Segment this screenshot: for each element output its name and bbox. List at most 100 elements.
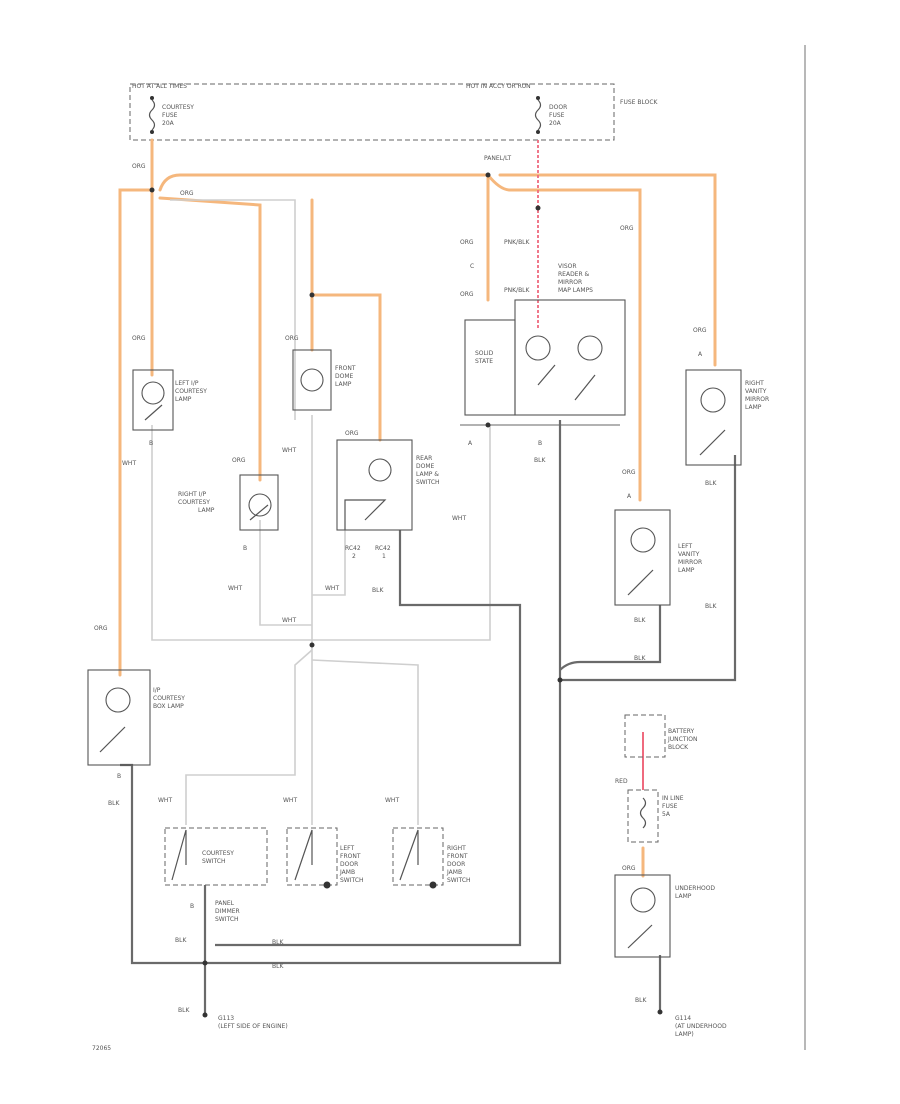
svg-text:BLOCK: BLOCK — [668, 744, 689, 751]
svg-text:ORG: ORG — [285, 335, 299, 342]
svg-text:LEFT I/P: LEFT I/P — [175, 380, 199, 387]
courtesy-fuse-label-2: FUSE — [162, 112, 178, 119]
svg-text:IN LINE: IN LINE — [662, 795, 684, 802]
courtesy-fuse-label-1: COURTESY — [162, 104, 194, 111]
svg-text:B: B — [538, 440, 542, 447]
left-front-door-jamb-switch: LEFT FRONT DOOR JAMB SWITCH — [286, 827, 364, 889]
pin-labels: B B A B A A B B C — [117, 263, 703, 910]
svg-text:A: A — [698, 351, 703, 358]
svg-text:B: B — [149, 440, 153, 447]
svg-text:COURTESY: COURTESY — [178, 499, 210, 506]
svg-text:DOME: DOME — [416, 463, 435, 470]
svg-text:BLK: BLK — [178, 1007, 190, 1014]
svg-text:ORG: ORG — [180, 190, 194, 197]
svg-text:RIGHT: RIGHT — [447, 845, 466, 852]
svg-text:B: B — [243, 545, 247, 552]
svg-text:BLK: BLK — [634, 655, 646, 662]
svg-text:COURTESY: COURTESY — [202, 850, 234, 857]
svg-text:WHT: WHT — [228, 585, 242, 592]
hot-at-all-times-label: HOT AT ALL TIMES — [132, 83, 187, 90]
svg-text:A: A — [627, 493, 632, 500]
ground-left: G113 (LEFT SIDE OF ENGINE) — [218, 1015, 288, 1030]
svg-text:SWITCH: SWITCH — [202, 858, 226, 865]
svg-text:FUSE: FUSE — [662, 803, 678, 810]
svg-text:LAMP: LAMP — [335, 381, 352, 388]
left-courtesy-lamp: LEFT I/P COURTESY LAMP — [132, 369, 207, 431]
svg-text:WHT: WHT — [158, 797, 172, 804]
courtesy-switch: COURTESY SWITCH PANEL DIMMER SWITCH — [164, 827, 268, 923]
svg-text:PNK/BLK: PNK/BLK — [504, 287, 531, 294]
svg-text:5A: 5A — [662, 811, 671, 818]
battery-junction-block: BATTERY JUNCTION BLOCK — [624, 714, 697, 758]
svg-text:COURTESY: COURTESY — [175, 388, 207, 395]
wire-color-labels: ORG ORG ORG ORG ORG ORG ORG ORG ORG ORG … — [94, 155, 717, 1014]
svg-text:B: B — [190, 903, 194, 910]
svg-text:MIRROR: MIRROR — [745, 396, 769, 403]
svg-text:ORG: ORG — [132, 163, 146, 170]
svg-text:WHT: WHT — [385, 797, 399, 804]
svg-text:G114: G114 — [675, 1015, 691, 1022]
svg-text:PNK/BLK: PNK/BLK — [504, 239, 531, 246]
svg-text:LAMP): LAMP) — [675, 1031, 694, 1038]
svg-text:SWITCH: SWITCH — [416, 479, 440, 486]
svg-text:ORG: ORG — [94, 625, 108, 632]
svg-text:ORG: ORG — [622, 865, 636, 872]
right-courtesy-lamp: RIGHT I/P COURTESY LAMP — [178, 474, 279, 531]
svg-text:WHT: WHT — [282, 447, 296, 454]
svg-text:JAMB: JAMB — [339, 869, 355, 876]
rear-dome-lamp: REAR DOME LAMP & SWITCH RC42 2 RC42 1 — [336, 439, 440, 560]
svg-text:SWITCH: SWITCH — [447, 877, 471, 884]
svg-text:B: B — [117, 773, 121, 780]
svg-text:ORG: ORG — [620, 225, 634, 232]
svg-text:I/P: I/P — [153, 687, 161, 694]
svg-text:BATTERY: BATTERY — [668, 728, 695, 735]
svg-text:WHT: WHT — [283, 797, 297, 804]
svg-text:ORG: ORG — [460, 239, 474, 246]
svg-text:LAMP &: LAMP & — [416, 471, 439, 478]
svg-text:ORG: ORG — [622, 469, 636, 476]
svg-text:FRONT: FRONT — [447, 853, 468, 860]
courtesy-fuse-symbol — [148, 99, 156, 131]
fuse-block-label: FUSE BLOCK — [620, 99, 659, 106]
fuse-block: HOT AT ALL TIMES HOT IN ACCY OR RUN FUSE… — [129, 83, 659, 141]
svg-text:ORG: ORG — [132, 335, 146, 342]
svg-text:WHT: WHT — [122, 460, 136, 467]
svg-text:STATE: STATE — [475, 358, 493, 365]
svg-text:BLK: BLK — [534, 457, 546, 464]
svg-text:ORG: ORG — [693, 327, 707, 334]
svg-text:(LEFT SIDE OF ENGINE): (LEFT SIDE OF ENGINE) — [218, 1023, 288, 1030]
svg-text:WHT: WHT — [452, 515, 466, 522]
svg-text:DOOR: DOOR — [447, 861, 465, 868]
svg-text:RC42: RC42 — [345, 545, 361, 552]
svg-text:BLK: BLK — [705, 480, 717, 487]
svg-text:SWITCH: SWITCH — [215, 916, 239, 923]
diagram-id: 72065 — [92, 1045, 111, 1052]
svg-text:2: 2 — [352, 553, 356, 560]
door-fuse-label-3: 20A — [549, 120, 562, 127]
svg-text:RIGHT: RIGHT — [745, 380, 764, 387]
svg-text:LAMP: LAMP — [198, 507, 215, 514]
svg-text:DOME: DOME — [335, 373, 354, 380]
glove-box-lamp: I/P COURTESY BOX LAMP — [87, 669, 185, 766]
svg-text:LEFT: LEFT — [678, 543, 692, 550]
door-fuse-label-1: DOOR — [549, 104, 567, 111]
svg-text:WHT: WHT — [325, 585, 339, 592]
svg-text:FRONT: FRONT — [340, 853, 361, 860]
svg-text:MIRROR: MIRROR — [558, 279, 582, 286]
svg-text:DOOR: DOOR — [340, 861, 358, 868]
svg-text:VISOR: VISOR — [558, 263, 577, 270]
svg-text:FRONT: FRONT — [335, 365, 356, 372]
svg-text:UNDERHOOD: UNDERHOOD — [675, 885, 715, 892]
right-vanity-mirror-lamp: RIGHT VANITY MIRROR LAMP — [685, 369, 769, 466]
svg-text:BLK: BLK — [635, 997, 647, 1004]
svg-text:BLK: BLK — [272, 939, 284, 946]
svg-text:JAMB: JAMB — [446, 869, 462, 876]
svg-text:LAMP: LAMP — [678, 567, 695, 574]
svg-text:ORG: ORG — [345, 430, 359, 437]
svg-text:RC42: RC42 — [375, 545, 391, 552]
svg-text:REAR: REAR — [416, 455, 432, 462]
svg-text:MAP LAMPS: MAP LAMPS — [558, 287, 593, 294]
courtesy-fuse-label-3: 20A — [162, 120, 175, 127]
svg-text:G113: G113 — [218, 1015, 234, 1022]
